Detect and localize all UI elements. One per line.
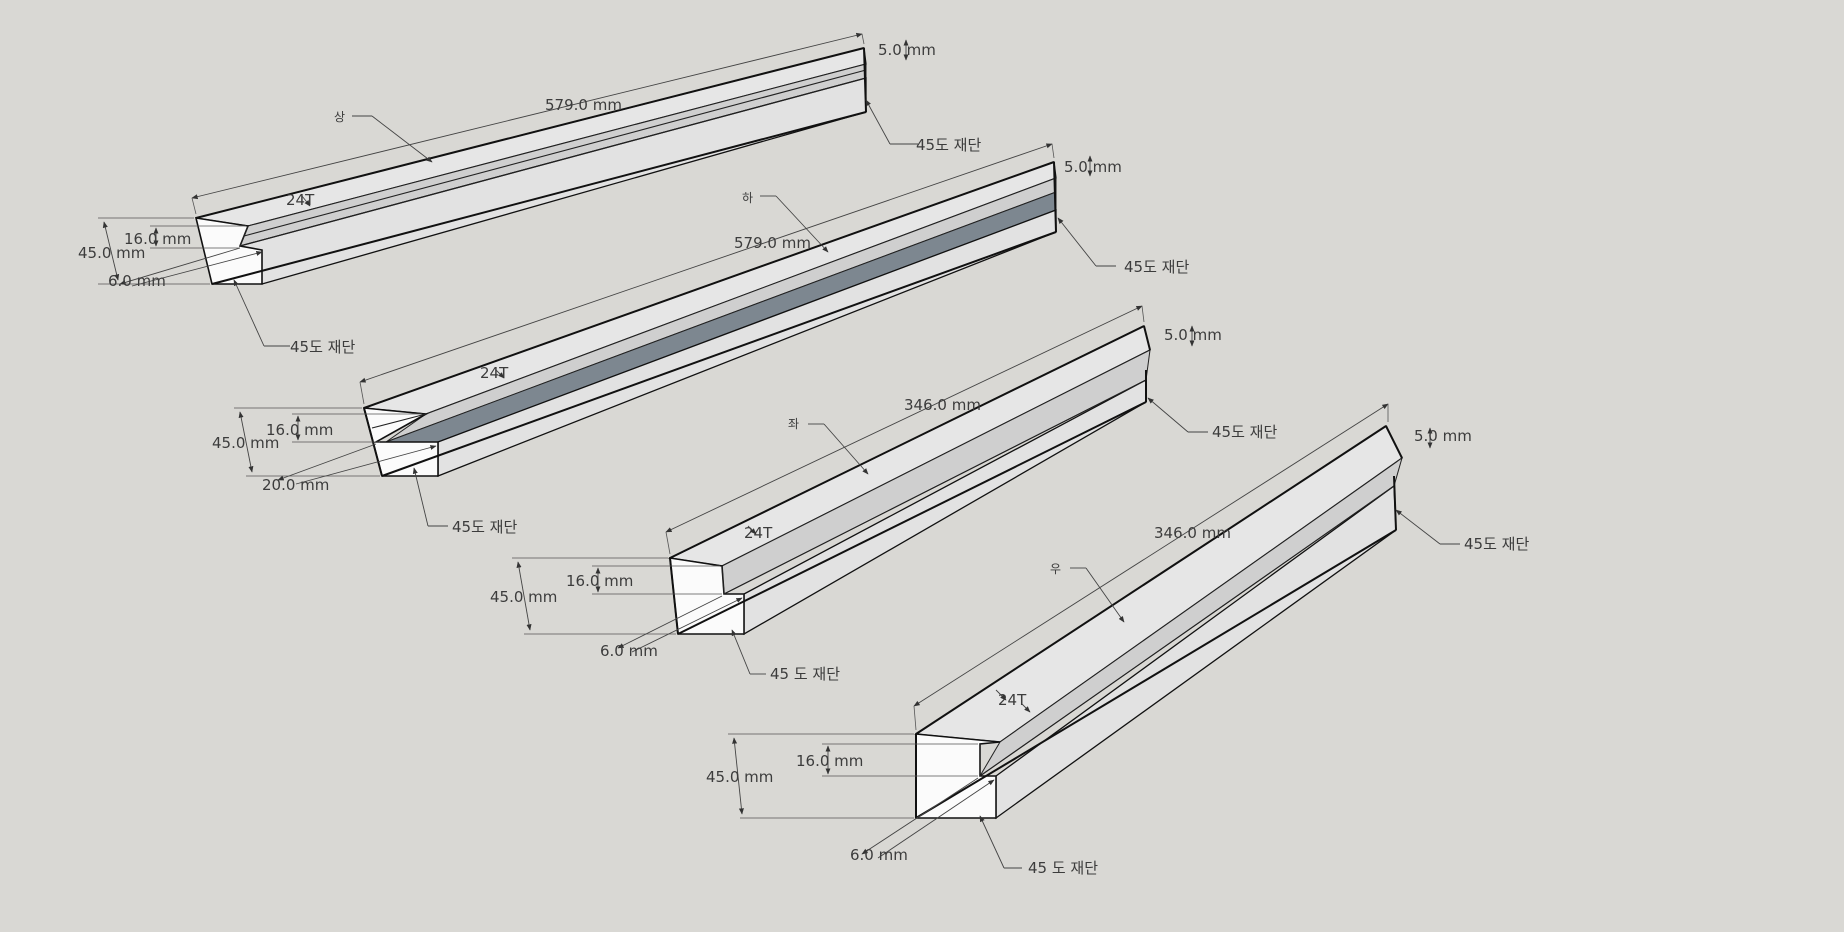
rebate-face (239, 63, 867, 247)
cut-far-label: 45도 재단 (916, 136, 981, 154)
length-label: 346.0 mm (1154, 524, 1231, 542)
rebate-label: 16.0 mm (796, 752, 863, 770)
rebate-face (721, 349, 1151, 595)
part-tag: 우 (1050, 562, 1061, 576)
part-tag: 상 (334, 110, 345, 124)
lip-label: 20.0 mm (262, 476, 329, 494)
piece-right-rail[interactable]: 346.0 mm 5.0 mm 24T 우 45.0 mm 16.0 mm 6.… (706, 403, 1529, 877)
lip-label: 6.0 mm (850, 846, 908, 864)
cut-far-label: 45도 재단 (1212, 423, 1277, 441)
length-label: 579.0 mm (545, 96, 622, 114)
thickness-label: 5.0 mm (878, 41, 936, 59)
height-label: 45.0 mm (78, 244, 145, 262)
cut-near-label: 45도 재단 (290, 338, 355, 356)
cut-far-label: 45도 재단 (1464, 535, 1529, 553)
cut-near-label: 45 도 재단 (770, 665, 840, 683)
cut-far-label: 45도 재단 (1124, 258, 1189, 276)
height-label: 45.0 mm (490, 588, 557, 606)
length-label: 346.0 mm (904, 396, 981, 414)
height-label: 45.0 mm (212, 434, 279, 452)
part-tag: 좌 (788, 417, 799, 431)
thickness-label: 5.0 mm (1414, 427, 1472, 445)
rebate-label: 16.0 mm (124, 230, 191, 248)
rebate-label: 16.0 mm (266, 421, 333, 439)
groove-label: 24T (480, 364, 509, 382)
groove-label: 24T (998, 691, 1027, 709)
lip-label: 6.0 mm (600, 642, 658, 660)
thickness-label: 5.0 mm (1064, 158, 1122, 176)
rebate-face (979, 456, 1403, 777)
cut-near-label: 45 도 재단 (1028, 859, 1098, 877)
lip-label: 6.0 mm (108, 272, 166, 290)
groove-label: 24T (286, 191, 315, 209)
rebate-label: 16.0 mm (566, 572, 633, 590)
cut-near-label: 45도 재단 (452, 518, 517, 536)
height-label: 45.0 mm (706, 768, 773, 786)
length-label: 579.0 mm (734, 234, 811, 252)
thickness-label: 5.0 mm (1164, 326, 1222, 344)
part-tag: 하 (742, 191, 753, 205)
